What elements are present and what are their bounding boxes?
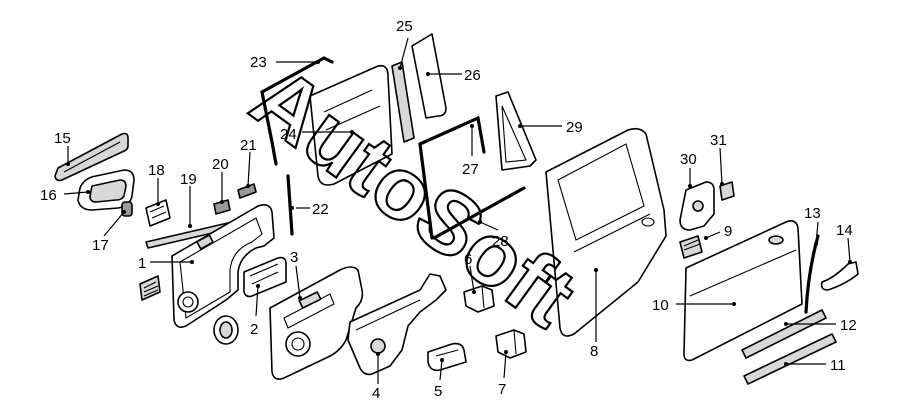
part-15-armrest-pad (54, 132, 129, 182)
speaker (213, 315, 239, 345)
callout-12: 12 (840, 317, 857, 334)
part-1-door-trim-panel (171, 204, 275, 328)
callout-29: 29 (566, 119, 583, 136)
callout-13: 13 (804, 205, 821, 222)
callout-25: 25 (396, 18, 413, 35)
callout-22: 22 (312, 201, 329, 218)
callout-17: 17 (92, 237, 109, 254)
callout-27: 27 (462, 161, 479, 178)
callout-8: 8 (590, 343, 598, 360)
part-14-bracket (820, 261, 859, 291)
callout-3: 3 (290, 249, 298, 266)
part-8-door-shell (545, 127, 667, 337)
callout-24: 24 (280, 126, 297, 143)
part-28-lower-seal (432, 186, 526, 240)
part-24-door-glass (309, 64, 393, 186)
callout-23: 23 (250, 54, 267, 71)
speaker-grille (139, 275, 161, 301)
part-31-striker (719, 181, 735, 201)
callout-20: 20 (212, 156, 229, 173)
callout-10: 10 (652, 297, 669, 314)
part-23-run-channel (260, 56, 334, 166)
callout-4: 4 (372, 385, 380, 402)
part-26-quarter-glass (411, 33, 447, 119)
part-3-inner-door-panel (269, 266, 364, 380)
part-12-moulding (741, 309, 827, 359)
callout-30: 30 (680, 151, 697, 168)
part-11-moulding (743, 333, 837, 385)
part-7-lower-hinge (495, 329, 527, 359)
callout-14: 14 (836, 222, 853, 239)
callout-18: 18 (148, 162, 165, 179)
callout-31: 31 (710, 132, 727, 149)
callout-21: 21 (240, 137, 257, 154)
callout-16: 16 (40, 187, 57, 204)
callout-7: 7 (498, 381, 506, 398)
callout-9: 9 (724, 223, 732, 240)
part-16-pull-handle (77, 169, 135, 211)
part-4-window-regulator (347, 273, 447, 376)
callout-19: 19 (180, 171, 197, 188)
part-27-glass-seal (418, 115, 486, 240)
callout-labels: 15 16 17 18 19 20 21 1 22 23 24 25 26 27… (40, 18, 857, 402)
part-29-quarter-frame (495, 91, 537, 171)
callout-2: 2 (250, 321, 258, 338)
leader-lines (63, 37, 852, 384)
callout-26: 26 (464, 67, 481, 84)
callout-28: 28 (492, 233, 509, 250)
part-30-latch (679, 181, 715, 231)
callout-15: 15 (54, 130, 71, 147)
callout-11: 11 (830, 357, 846, 374)
callout-5: 5 (434, 383, 442, 400)
callout-1: 1 (138, 255, 146, 272)
part-2-switch-panel (243, 256, 287, 298)
part-5-check-strap (427, 342, 467, 372)
part-25-divider-channel (391, 61, 415, 143)
part-6-upper-hinge (463, 285, 495, 313)
part-9-handle-housing (679, 235, 703, 259)
callout-6: 6 (464, 251, 472, 268)
part-13-edge-seal (804, 234, 820, 314)
part-10-outer-skin (683, 220, 803, 362)
part-22-seal (286, 174, 294, 236)
